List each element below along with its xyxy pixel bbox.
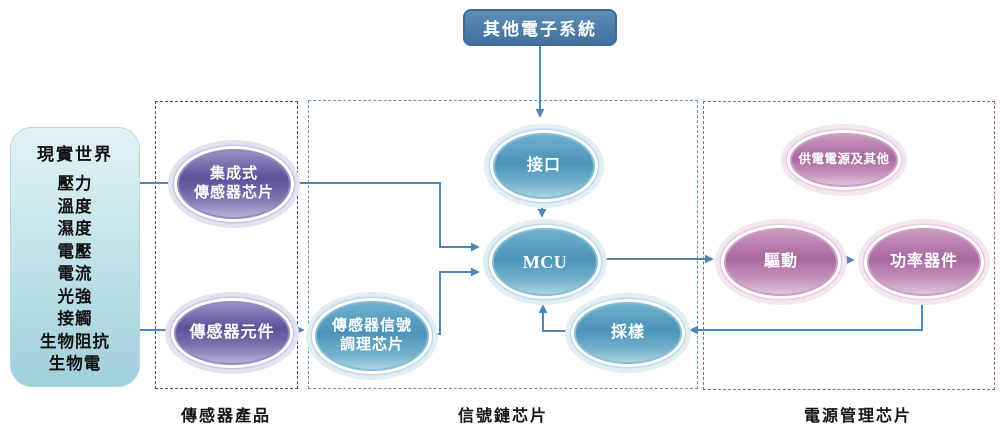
real-world-item: 濕度: [57, 219, 93, 238]
node-sensor-element-label: 傳感器元件: [189, 324, 275, 341]
other-electronic-systems-label: 其他電子系統: [483, 20, 597, 39]
node-sampling: 採樣: [574, 302, 682, 364]
node-power-device-label: 功率器件: [889, 253, 958, 270]
real-world-list: 壓力 溫度 濕度 電壓 電流 光強 接觸 生物阻抗 生物電: [11, 173, 139, 376]
real-world-item: 壓力: [57, 174, 93, 193]
node-signal-conditioning-chip: 傳感器信號 調理芯片: [315, 301, 429, 371]
node-power-device: 功率器件: [867, 228, 981, 296]
node-interface-label: 接口: [526, 157, 561, 174]
section-label-power-management-chips: 電源管理芯片: [803, 408, 913, 425]
node-mcu: MCU: [492, 228, 598, 296]
section-label-sensor-products: 傳感器產品: [180, 408, 272, 425]
connector-powerdevice-to-sampling: [689, 298, 923, 335]
node-interface: 接口: [493, 133, 595, 199]
node-signal-conditioning-chip-label: 傳感器信號 調理芯片: [331, 318, 412, 353]
connector-sampling-to-mcu: [538, 304, 570, 332]
real-world-item: 接觸: [57, 309, 93, 328]
real-world-title: 現實世界: [37, 145, 113, 164]
node-sampling-label: 採樣: [610, 324, 645, 341]
node-mcu-label: MCU: [522, 251, 568, 272]
group-power-management-chips: [703, 101, 995, 390]
node-power-supply-other: 供電電源及其他: [790, 133, 898, 187]
group-sensor-products: [155, 101, 298, 389]
group-signal-chain-chips: [308, 100, 698, 389]
node-integrated-sensor-chip: 集成式 傳感器芯片: [177, 149, 291, 219]
real-world-box: 現實世界 壓力 溫度 濕度 電壓 電流 光強 接觸 生物阻抗 生物電: [10, 127, 140, 387]
other-electronic-systems-box: 其他電子系統: [463, 9, 617, 46]
connector-integratedchip-to-mcu: [284, 182, 480, 252]
node-sensor-element: 傳感器元件: [174, 301, 290, 365]
connector-conditioning-to-mcu: [425, 267, 480, 335]
real-world-item: 溫度: [57, 196, 93, 216]
node-drive-label: 驅動: [763, 253, 798, 270]
node-power-supply-other-label: 供電電源及其他: [798, 152, 890, 167]
real-world-item: 電壓: [57, 241, 93, 261]
real-world-item: 生物阻抗: [40, 331, 110, 351]
node-integrated-sensor-chip-label: 集成式 傳感器芯片: [193, 166, 274, 201]
section-label-signal-chain-chips: 信號鏈芯片: [457, 408, 549, 425]
node-drive: 驅動: [724, 228, 838, 296]
real-world-item: 光強: [57, 286, 93, 306]
real-world-item: 生物電: [48, 354, 102, 373]
real-world-item: 電流: [57, 264, 93, 283]
